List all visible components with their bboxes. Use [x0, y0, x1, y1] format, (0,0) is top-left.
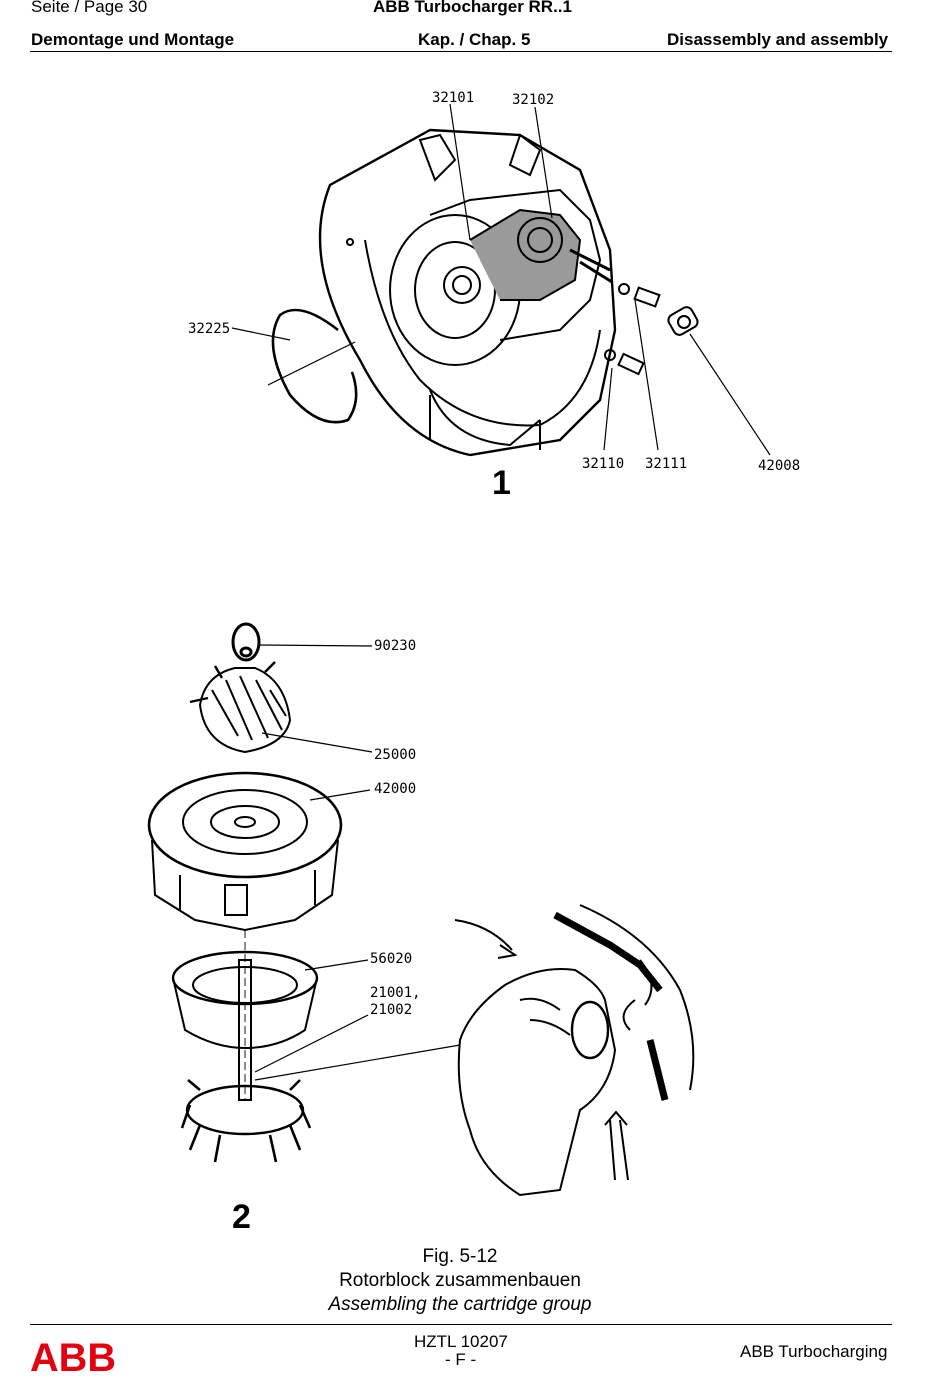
document-number: HZTL 10207 — [414, 1332, 508, 1351]
chapter-label: Kap. / Chap. 5 — [418, 30, 531, 49]
part-label-32101: 32101 — [432, 90, 474, 106]
figure-number: Fig. 5-12 — [422, 1246, 498, 1267]
document-title: ABB Turbocharger RR..1 — [373, 0, 572, 16]
rotor-assembly-drawing — [147, 622, 461, 1163]
part-label-21002: 21002 — [370, 1002, 412, 1018]
part-label-32225: 32225 — [188, 321, 230, 337]
figure-number-1: 1 — [492, 464, 511, 502]
header-rule — [30, 51, 892, 52]
part-label-90230: 90230 — [374, 638, 416, 654]
part-label-21001: 21001, — [370, 985, 421, 1001]
revision-label: - F - — [445, 1350, 477, 1369]
part-label-42000: 42000 — [374, 781, 416, 797]
caption-english: Assembling the cartridge group — [328, 1294, 592, 1315]
part-label-42008: 42008 — [758, 458, 800, 474]
footer-rule — [30, 1324, 892, 1325]
company-name: ABB Turbocharging — [740, 1342, 888, 1361]
section-title-de: Demontage und Montage — [31, 30, 235, 49]
bearing-housing-drawing — [231, 103, 771, 457]
part-label-32102: 32102 — [512, 92, 554, 108]
part-label-56020: 56020 — [370, 951, 412, 967]
caption-german: Rotorblock zusammenbauen — [339, 1270, 581, 1291]
section-title-en: Disassembly and assembly — [667, 30, 889, 49]
part-label-32110: 32110 — [582, 456, 624, 472]
hand-detail-drawing — [454, 904, 695, 1197]
abb-logo: ABB — [30, 1336, 116, 1378]
part-label-25000: 25000 — [374, 747, 416, 763]
figure-number-2: 2 — [232, 1198, 251, 1236]
page-number: Seite / Page 30 — [31, 0, 148, 16]
part-label-32111: 32111 — [645, 456, 687, 472]
